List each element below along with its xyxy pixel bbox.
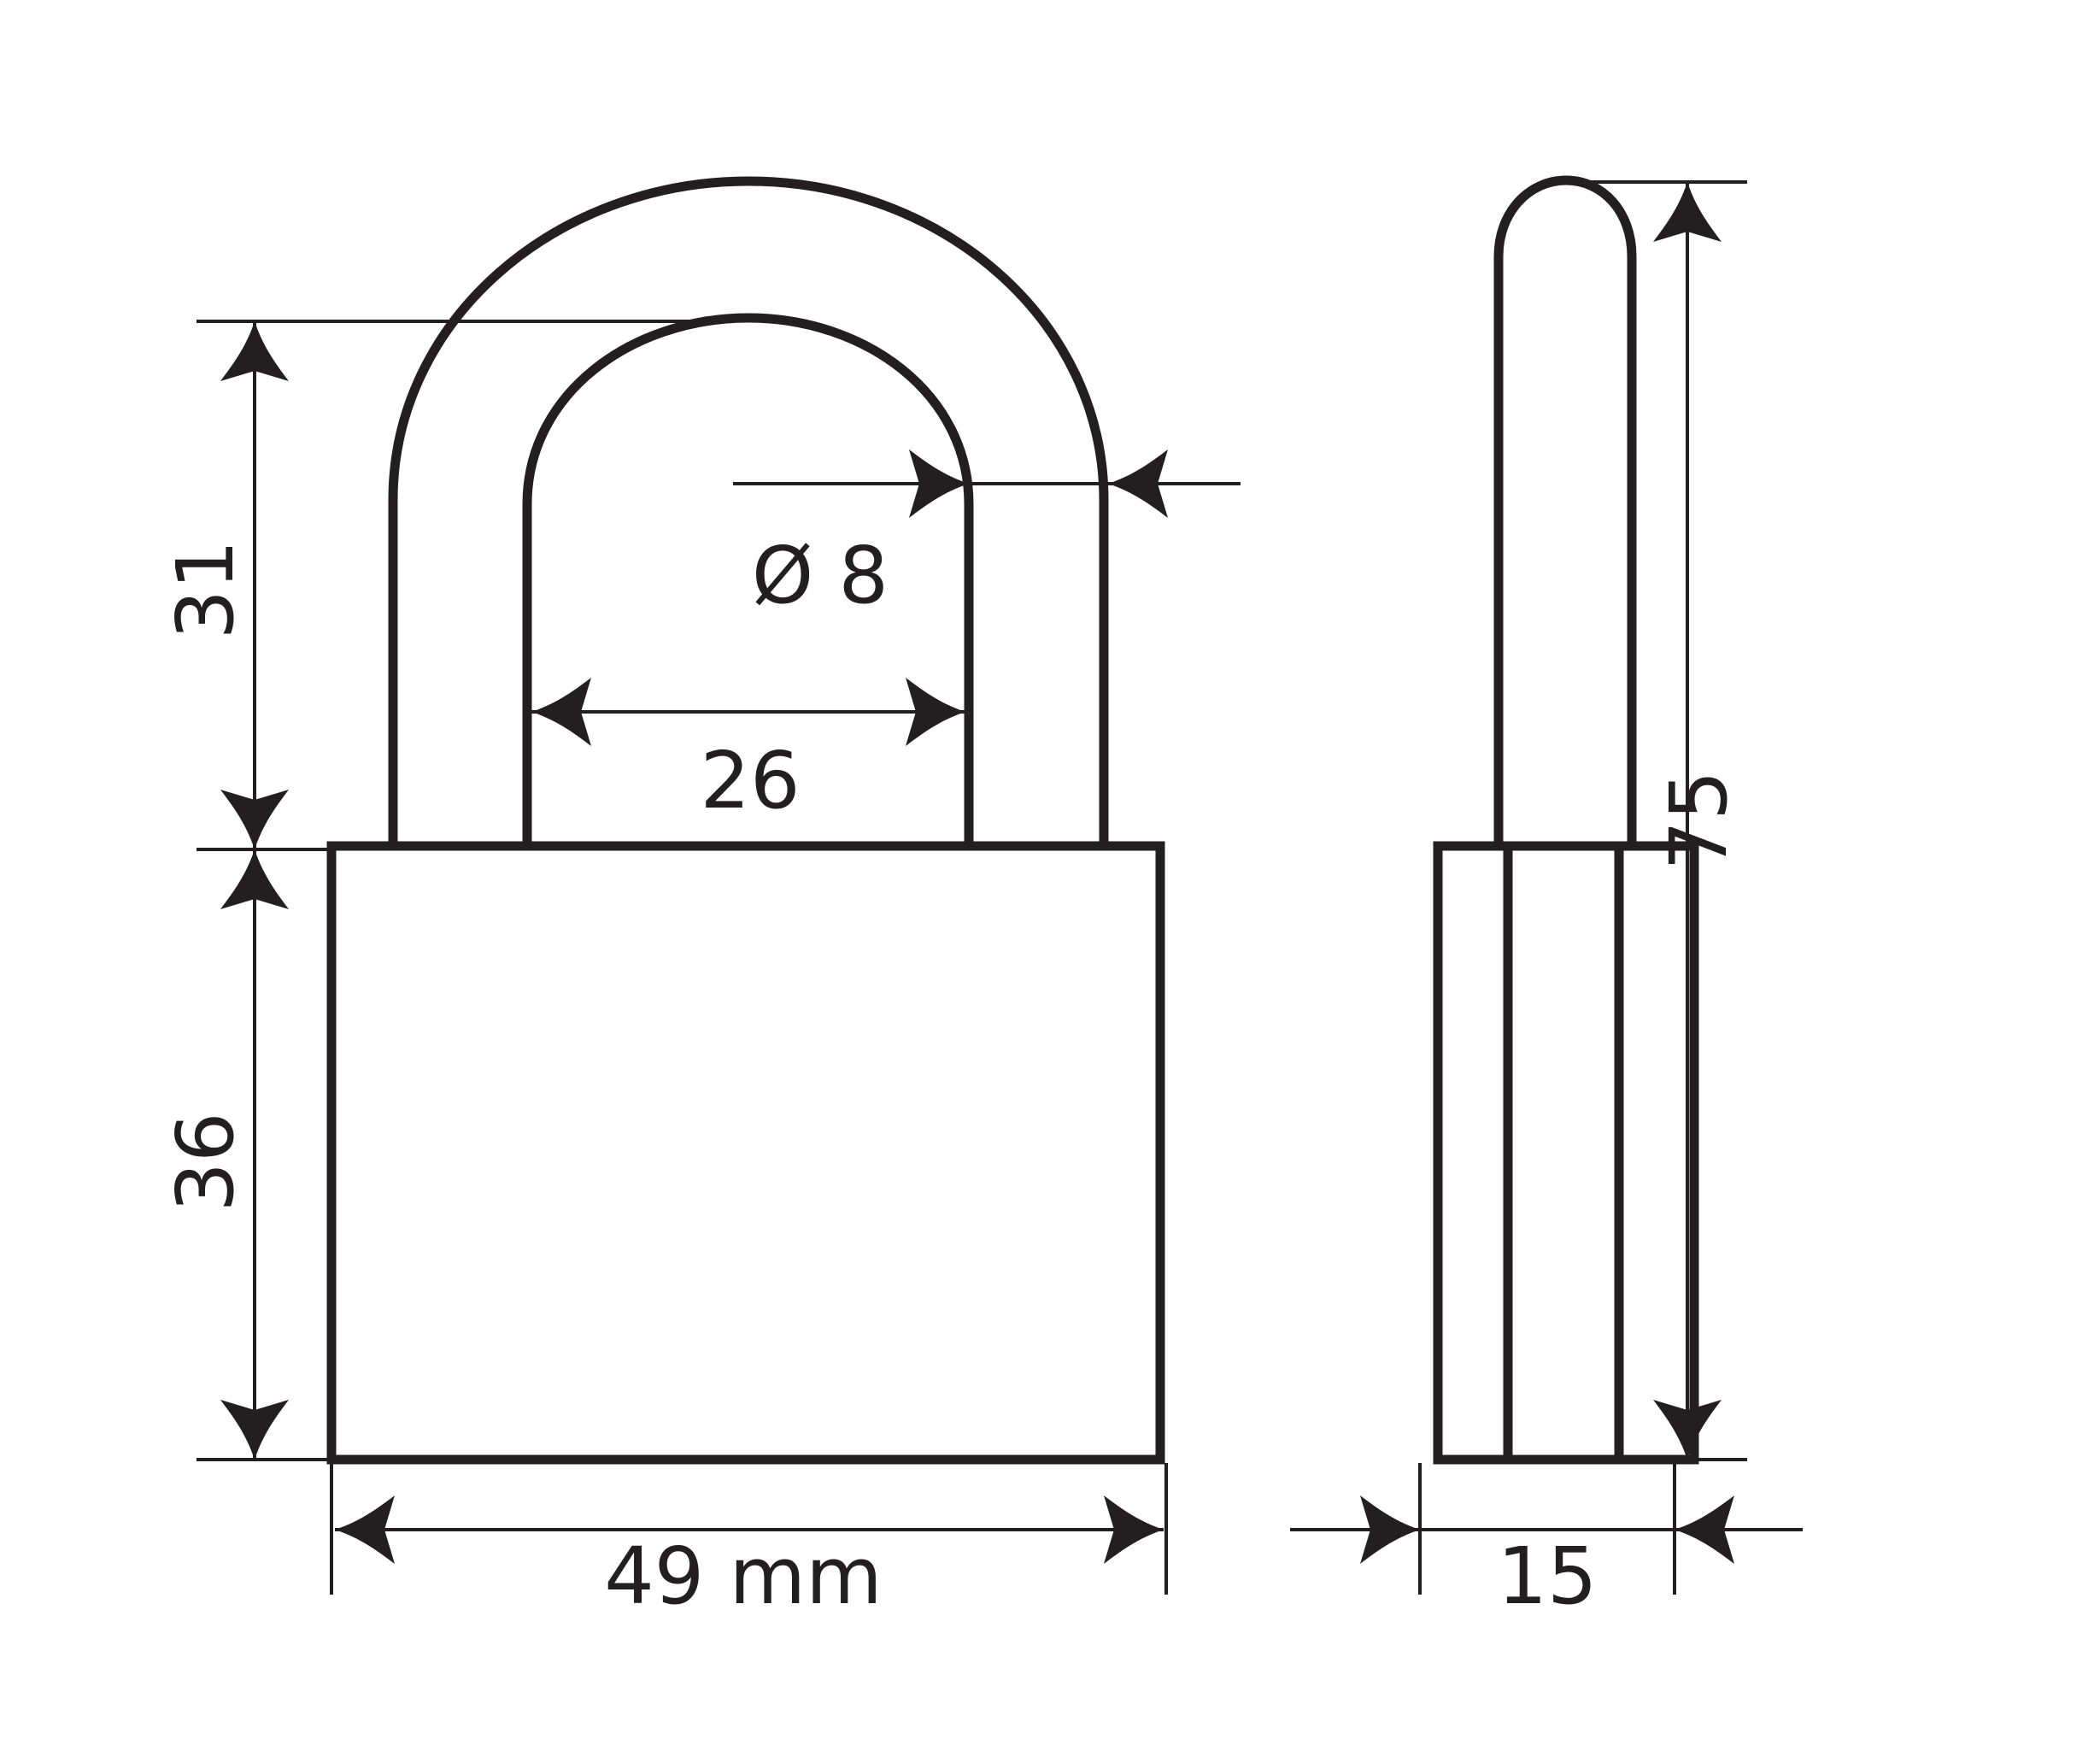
label-31: 31 [160, 539, 251, 639]
shackle-outer-outline [388, 176, 1109, 842]
shackle-inner-outline [522, 313, 974, 842]
front-view [326, 176, 1165, 1465]
label-26: 26 [700, 735, 800, 826]
label-49mm: 49 mm [604, 1531, 883, 1622]
lock-body-front [326, 841, 1165, 1465]
label-36: 36 [160, 1112, 251, 1212]
dimension-body-height: 36 [160, 848, 331, 1461]
label-15: 15 [1497, 1531, 1597, 1622]
dimension-total-height: 75 [1581, 180, 1747, 1461]
dimension-shackle-diameter: Ø 8 [733, 449, 1241, 621]
dimension-shackle-clearance: 31 [160, 320, 701, 849]
label-75: 75 [1653, 770, 1745, 870]
label-diameter-8: Ø 8 [752, 530, 889, 621]
lock-body-side [1433, 841, 1699, 1465]
dimension-body-thickness: 15 [1290, 1463, 1803, 1622]
side-view [1433, 175, 1699, 1465]
dimension-shackle-inner-width: 26 [531, 678, 965, 826]
shackle-side-outline [1493, 175, 1637, 842]
dimension-body-width: 49 mm [330, 1463, 1168, 1622]
